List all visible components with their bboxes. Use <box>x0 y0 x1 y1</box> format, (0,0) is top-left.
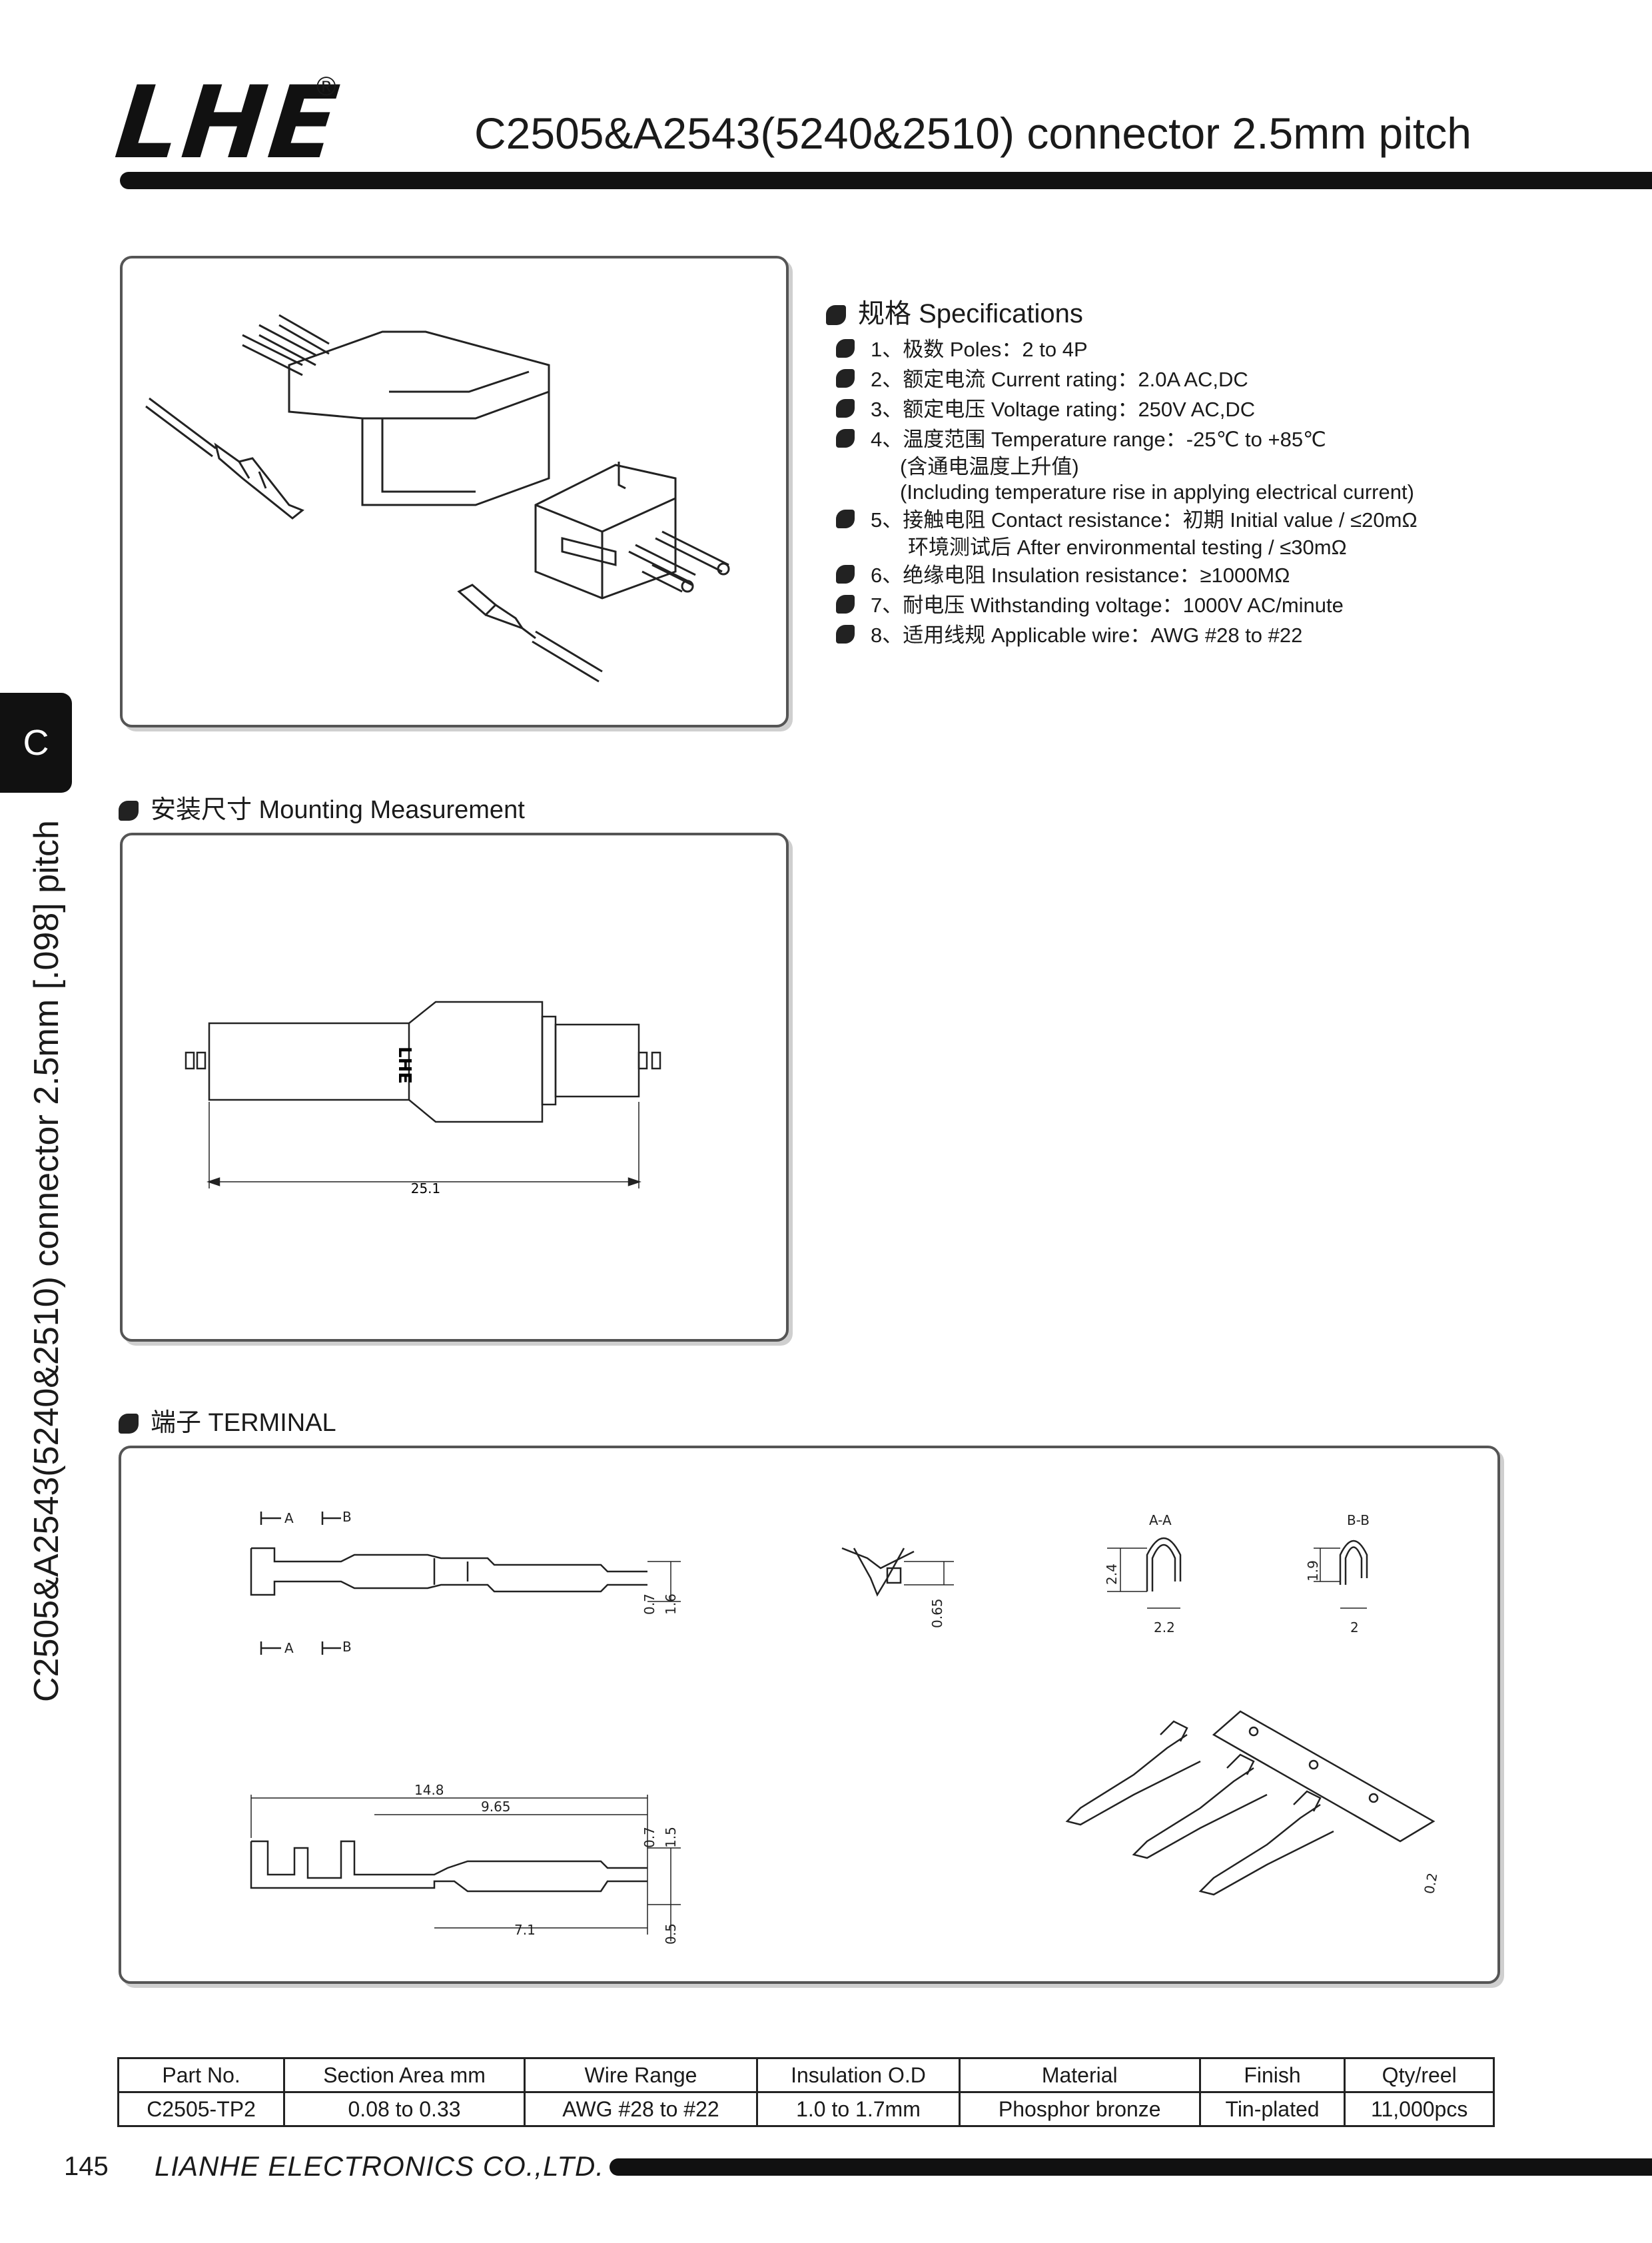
table-header-cell: Insulation O.D <box>756 2057 961 2093</box>
dim-0-5: 0.5 <box>663 1923 679 1945</box>
table-cell: 0.08 to 0.33 <box>283 2091 526 2127</box>
dim-0-65: 0.65 <box>929 1598 945 1628</box>
dim-9-65: 9.65 <box>481 1799 511 1815</box>
specifications-heading: 规格 Specifications <box>826 292 1083 330</box>
dim-1-9: 1.9 <box>1305 1560 1321 1581</box>
table-cell: 11,000pcs <box>1344 2091 1495 2127</box>
terminal-heading: 端子 TERMINAL <box>119 1402 336 1438</box>
page-title: C2505&A2543(5240&2510) connector 2.5mm p… <box>474 109 1471 158</box>
mounting-drawing: LHE 25.1 <box>185 1001 661 1196</box>
table-cell: Tin-plated <box>1198 2091 1346 2127</box>
section-b-bottom: B <box>342 1639 352 1655</box>
section-tab: C <box>0 693 72 793</box>
spec-item: 7、耐电压 Withstanding voltage：1000V AC/minu… <box>836 590 1418 620</box>
dim-0-7-top: 0.7 <box>641 1593 657 1615</box>
leaf-bullet-icon <box>119 1414 139 1434</box>
connector-illustration <box>145 314 730 683</box>
dim-0-7-bottom: 0.7 <box>641 1827 657 1848</box>
label-a-a: A-A <box>1149 1512 1172 1528</box>
mounting-dimension: 25.1 <box>411 1180 441 1196</box>
table-cell: Phosphor bronze <box>958 2091 1201 2127</box>
table-header-cell: Part No. <box>117 2057 286 2093</box>
table-header-cell: Material <box>958 2057 1201 2093</box>
dim-2-2: 2.2 <box>1154 1619 1175 1635</box>
leaf-bullet-icon <box>836 565 855 584</box>
registered-mark: ® <box>316 72 336 101</box>
spec-item: 8、适用线规 Applicable wire：AWG #28 to #22 <box>836 620 1418 650</box>
spec-item: 5、接触电阻 Contact resistance：初期 Initial val… <box>836 505 1418 535</box>
table-cell: 1.0 to 1.7mm <box>756 2091 961 2127</box>
dim-1-6: 1.6 <box>663 1593 679 1615</box>
side-vertical-title: C2505&A2543(5240&2510) connector 2.5mm [… <box>27 820 66 1702</box>
mounting-heading: 安装尺寸 Mounting Measurement <box>119 789 525 825</box>
spec-item: 1、极数 Poles：2 to 4P <box>836 334 1418 364</box>
section-b-top: B <box>342 1509 352 1525</box>
dim-0-2: 0.2 <box>1421 1871 1440 1895</box>
table-cell: C2505-TP2 <box>117 2091 286 2127</box>
leaf-bullet-icon <box>826 305 846 325</box>
terminal-panel: A B A B 0.7 1.6 0.65 A-A B-B 2.4 2.2 1.9… <box>119 1446 1500 1984</box>
company-name: LIANHE ELECTRONICS CO.,LTD. <box>155 2150 605 2182</box>
specifications-list: 1、极数 Poles：2 to 4P 2、额定电流 Current rating… <box>836 334 1418 650</box>
mounting-body-logo: LHE <box>394 1047 414 1084</box>
table-header-row: Part No. Section Area mm Wire Range Insu… <box>117 2057 1495 2093</box>
header-rule <box>120 172 1652 189</box>
leaf-bullet-icon <box>836 510 855 528</box>
leaf-bullet-icon <box>836 339 855 358</box>
table-header-cell: Finish <box>1198 2057 1346 2093</box>
dim-7-1: 7.1 <box>514 1922 536 1938</box>
leaf-bullet-icon <box>836 625 855 644</box>
table-header-cell: Wire Range <box>523 2057 759 2093</box>
leaf-bullet-icon <box>836 369 855 388</box>
table-header-cell: Section Area mm <box>283 2057 526 2093</box>
ordering-table: Part No. Section Area mm Wire Range Insu… <box>117 2057 1495 2127</box>
leaf-bullet-icon <box>119 801 139 821</box>
spec-subline: (含通电温度上升值) <box>900 455 1079 478</box>
footer-rule <box>610 2158 1652 2176</box>
table-row: C2505-TP2 0.08 to 0.33 AWG #28 to #22 1.… <box>117 2091 1495 2127</box>
leaf-bullet-icon <box>836 429 855 448</box>
spec-item: 4、温度范围 Temperature range：-25℃ to +85℃ <box>836 424 1418 454</box>
leaf-bullet-icon <box>836 399 855 418</box>
section-a-top: A <box>284 1510 294 1526</box>
spec-item: 6、绝缘电阻 Insulation resistance：≥1000MΩ <box>836 560 1418 590</box>
label-b-b: B-B <box>1347 1512 1370 1528</box>
dim-2: 2 <box>1350 1619 1359 1635</box>
dim-2-4: 2.4 <box>1104 1564 1120 1585</box>
dim-1-5: 1.5 <box>663 1827 679 1848</box>
spec-subline: 环境测试后 After environmental testing / ≤30m… <box>908 536 1347 559</box>
section-a-bottom: A <box>284 1640 294 1656</box>
terminal-drawing: A B A B 0.7 1.6 0.65 A-A B-B 2.4 2.2 1.9… <box>250 1509 1440 1945</box>
spec-item: 2、额定电流 Current rating：2.0A AC,DC <box>836 364 1418 394</box>
brand-logo: LHE <box>110 65 346 181</box>
mounting-panel: LHE 25.1 <box>120 833 789 1342</box>
table-header-cell: Qty/reel <box>1344 2057 1495 2093</box>
spec-item: 3、额定电压 Voltage rating：250V AC,DC <box>836 394 1418 424</box>
table-cell: AWG #28 to #22 <box>523 2091 759 2127</box>
page-number: 145 <box>64 2152 109 2181</box>
spec-subline: (Including temperature rise in applying … <box>900 480 1414 504</box>
leaf-bullet-icon <box>836 595 855 614</box>
dim-14-8: 14.8 <box>414 1782 444 1798</box>
product-image-panel <box>120 256 789 727</box>
